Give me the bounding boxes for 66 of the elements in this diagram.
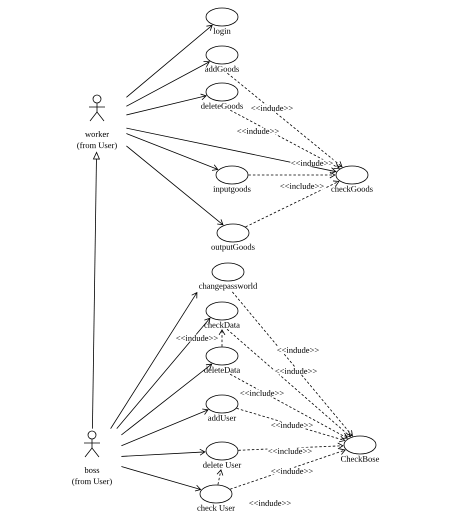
use-case: addUser <box>206 394 238 421</box>
use-case: inputgoods <box>213 166 251 194</box>
use-case: delete User <box>203 442 242 468</box>
use-case: deleteGoods <box>201 82 243 109</box>
include-arrow <box>245 180 340 228</box>
edge-label: <<include>> <box>239 390 285 396</box>
edge-label: <<indude>> <box>248 500 292 506</box>
use-case: CheckBose <box>341 436 380 462</box>
node-label: addGoods <box>205 66 239 72</box>
association-arrow <box>110 292 198 429</box>
use-case: deleteData <box>204 346 240 373</box>
association-arrow <box>121 408 209 446</box>
edge-label: <<indude>> <box>290 160 334 166</box>
node-label: login <box>213 28 231 36</box>
node-label: outputGoods <box>211 244 255 252</box>
use-case: outputGoods <box>211 224 255 252</box>
association-arrow <box>121 448 206 457</box>
association-arrow <box>121 364 212 436</box>
edge-label: <<indude>> <box>236 128 280 134</box>
association-arrow <box>126 24 213 98</box>
actor: worker (from User) <box>77 94 117 150</box>
edge-label: <<indude>> <box>274 368 318 374</box>
use-case: checkData <box>204 302 240 328</box>
include-arrow <box>230 374 348 439</box>
edge-label: <<indude>> <box>270 422 314 428</box>
node-label: (from User) <box>77 142 117 150</box>
node-label: check User <box>197 504 235 511</box>
node-label: inputgoods <box>213 186 251 194</box>
node-label: CheckBose <box>340 456 380 462</box>
edge-label: <<include>> <box>279 182 325 190</box>
association-arrow <box>126 133 218 171</box>
use-case: addGoods <box>205 46 239 72</box>
include-arrow <box>218 329 226 347</box>
node-label: deleteGoods <box>201 102 243 109</box>
include-arrow <box>230 110 340 169</box>
edge-label: <<indude>> <box>270 468 314 474</box>
association-arrow <box>126 94 207 116</box>
edge-label: <<indude>> <box>276 346 320 354</box>
use-case: changepassworld <box>199 262 258 291</box>
include-arrow <box>226 328 351 438</box>
use-case: checkGoods <box>331 166 373 192</box>
use-case: check User <box>197 484 235 511</box>
node-label: deleteData <box>204 366 240 373</box>
node-label: checkGoods <box>331 186 373 192</box>
node-label: delete User <box>203 462 242 468</box>
edge-label: <<indude>> <box>250 104 294 112</box>
include-arrow <box>248 172 336 178</box>
association-arrow <box>121 466 202 492</box>
node-label: worker <box>84 131 109 137</box>
edge-label: <<indude>> <box>175 334 219 342</box>
node-label: addUser <box>208 414 236 421</box>
node-label: (from User) <box>72 478 112 486</box>
include-arrow <box>232 292 353 437</box>
include-arrow <box>216 469 224 486</box>
association-arrow <box>116 318 210 429</box>
actor: boss (from User) <box>72 430 112 486</box>
association-arrow <box>126 128 337 174</box>
use-case: login <box>206 8 238 36</box>
node-label: boss <box>84 467 100 473</box>
node-label: checkData <box>204 322 240 328</box>
node-label: changepassworld <box>199 282 258 291</box>
include-arrow <box>230 448 346 490</box>
include-arrow <box>226 72 343 168</box>
association-arrow <box>126 61 210 107</box>
edge-label: <<include>> <box>267 448 313 454</box>
association-arrow <box>126 146 224 226</box>
